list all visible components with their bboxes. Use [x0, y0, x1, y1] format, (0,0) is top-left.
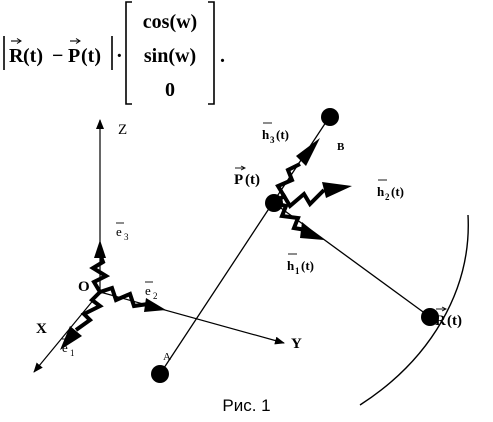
axis-y-label: Y — [291, 336, 302, 352]
vector-p-label: P — [234, 172, 243, 188]
frame-h2-head — [322, 182, 352, 198]
vector-r-label: R — [435, 313, 446, 329]
axis-y — [99, 291, 285, 345]
matrix-row-1: cos(w) — [143, 11, 197, 33]
formula-dot: · — [116, 45, 123, 67]
matrix-row-3: 0 — [165, 79, 175, 101]
basis-e3-head — [94, 240, 106, 258]
formula-r-arg: (t) — [23, 45, 43, 67]
bracket-left — [125, 1, 132, 105]
vector-r-arg: (t) — [447, 313, 462, 329]
p-vec-mark-head — [240, 165, 247, 171]
frame-h2-arg: (t) — [391, 184, 404, 199]
line-p-to-r — [273, 202, 431, 318]
basis-e1-arrow — [74, 290, 104, 332]
r-vec-mark-head — [441, 306, 448, 312]
frame-h1-label: h — [287, 258, 295, 273]
basis-e1-head — [60, 326, 82, 350]
frame-h1-head — [300, 222, 324, 240]
point-a-label: A — [163, 351, 171, 363]
axis-x — [33, 291, 101, 373]
moving-frame: h 3 (t) h 2 (t) h 1 (t) P (t) R (t) — [234, 122, 462, 329]
frame-h1-arrow — [273, 201, 307, 232]
origin-label: O — [78, 279, 90, 295]
point-b-label: B — [337, 141, 345, 153]
point-r — [421, 308, 439, 326]
figure-caption: Рис. 1 — [222, 396, 271, 415]
frame-h3-head — [296, 138, 320, 166]
frame-h3-arg: (t) — [276, 127, 289, 142]
basis-e2-arrow — [99, 285, 149, 309]
formula-p-arg: (t) — [81, 45, 101, 67]
formula-minus: − — [52, 45, 63, 67]
basis-e3-label: e — [116, 224, 122, 239]
frame-h1-sub: 1 — [295, 266, 300, 276]
formula-r: R — [9, 45, 24, 67]
formula-p: P — [68, 45, 80, 67]
basis-e3-arrow — [89, 253, 111, 294]
bracket-right — [208, 1, 215, 105]
frame-h2-arrow — [272, 188, 326, 210]
basis-e2-sub: 2 — [153, 291, 158, 301]
basis-vectors: e 3 e 2 e 1 — [60, 222, 166, 358]
basis-e2-head — [144, 298, 166, 312]
trajectory-curve — [359, 214, 469, 406]
basis-e2-label: e — [145, 283, 151, 298]
basis-e3-sub: 3 — [124, 232, 129, 242]
frame-h2-sub: 2 — [385, 192, 390, 202]
axis-z-label: Z — [118, 122, 127, 138]
vec-arrow-p-head — [75, 38, 81, 44]
point-b — [321, 108, 339, 126]
frame-h2-label: h — [377, 184, 385, 199]
matrix-row-2: sin(w) — [144, 45, 196, 67]
formula-period: . — [220, 45, 225, 67]
basis-e1-sub: 1 — [70, 348, 75, 358]
frame-h1-arg: (t) — [301, 258, 314, 273]
basis-e1-label: e — [62, 340, 68, 355]
vec-arrow-r-head — [16, 38, 22, 44]
vector-p-arg: (t) — [245, 172, 260, 188]
point-a — [151, 365, 169, 383]
frame-h3-label: h — [262, 127, 270, 142]
formula: R (t) − P (t) · cos(w) sin(w) 0 . — [3, 1, 225, 105]
frame-h3-sub: 3 — [270, 135, 275, 145]
axis-x-label: X — [36, 321, 47, 337]
